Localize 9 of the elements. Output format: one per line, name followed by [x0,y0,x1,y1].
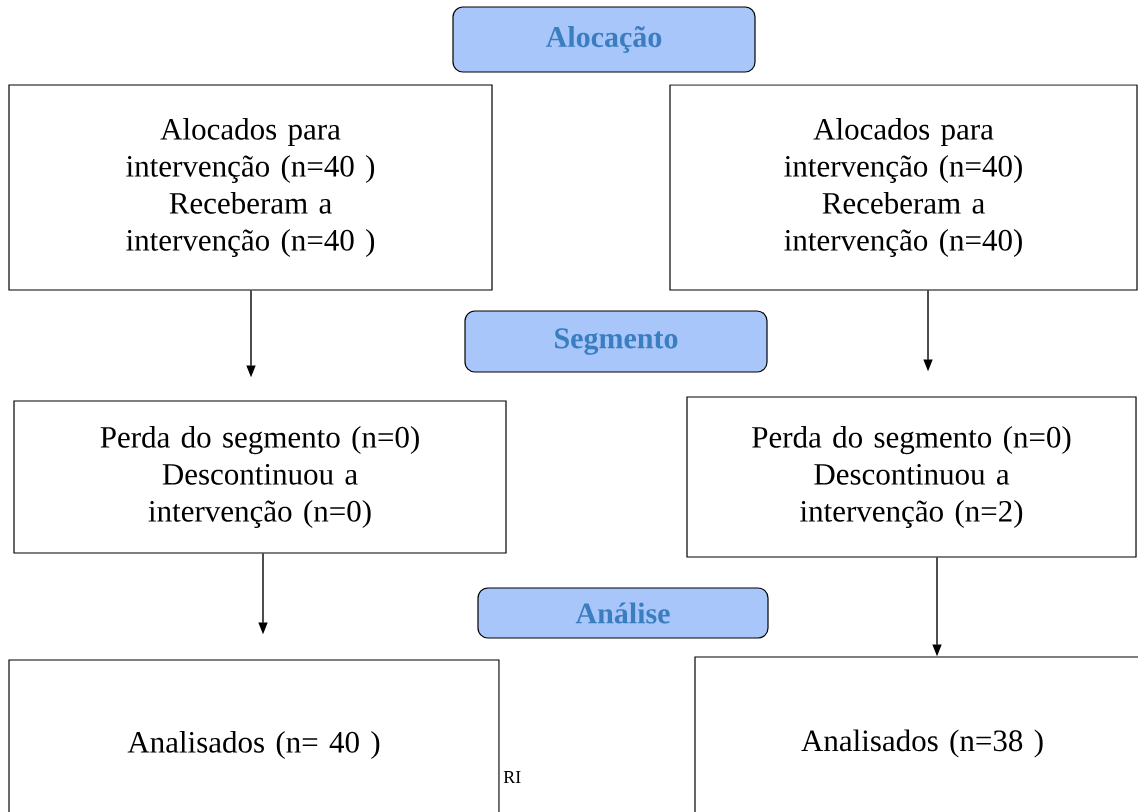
phase-label-box: Alocação [452,6,756,73]
process-box: Analisados (n= 40 ) [8,659,500,812]
process-box: Perda do segmento (n=0) Descontinuou a intervenção (n=2) [686,396,1137,558]
process-box: Alocados para intervenção (n=40) Receberam a intervenção (n=40) [669,84,1138,291]
process-box: Perda do segmento (n=0) Descontinuou a intervenção (n=0) [13,400,507,554]
phase-label-box: Segmento [464,310,768,373]
process-box: Alocados para intervenção (n=40 ) Receberam a intervenção (n=40 ) [8,84,493,291]
phase-label-box: Análise [477,587,769,639]
process-box: Analisados (n=38 ) [694,656,1138,812]
